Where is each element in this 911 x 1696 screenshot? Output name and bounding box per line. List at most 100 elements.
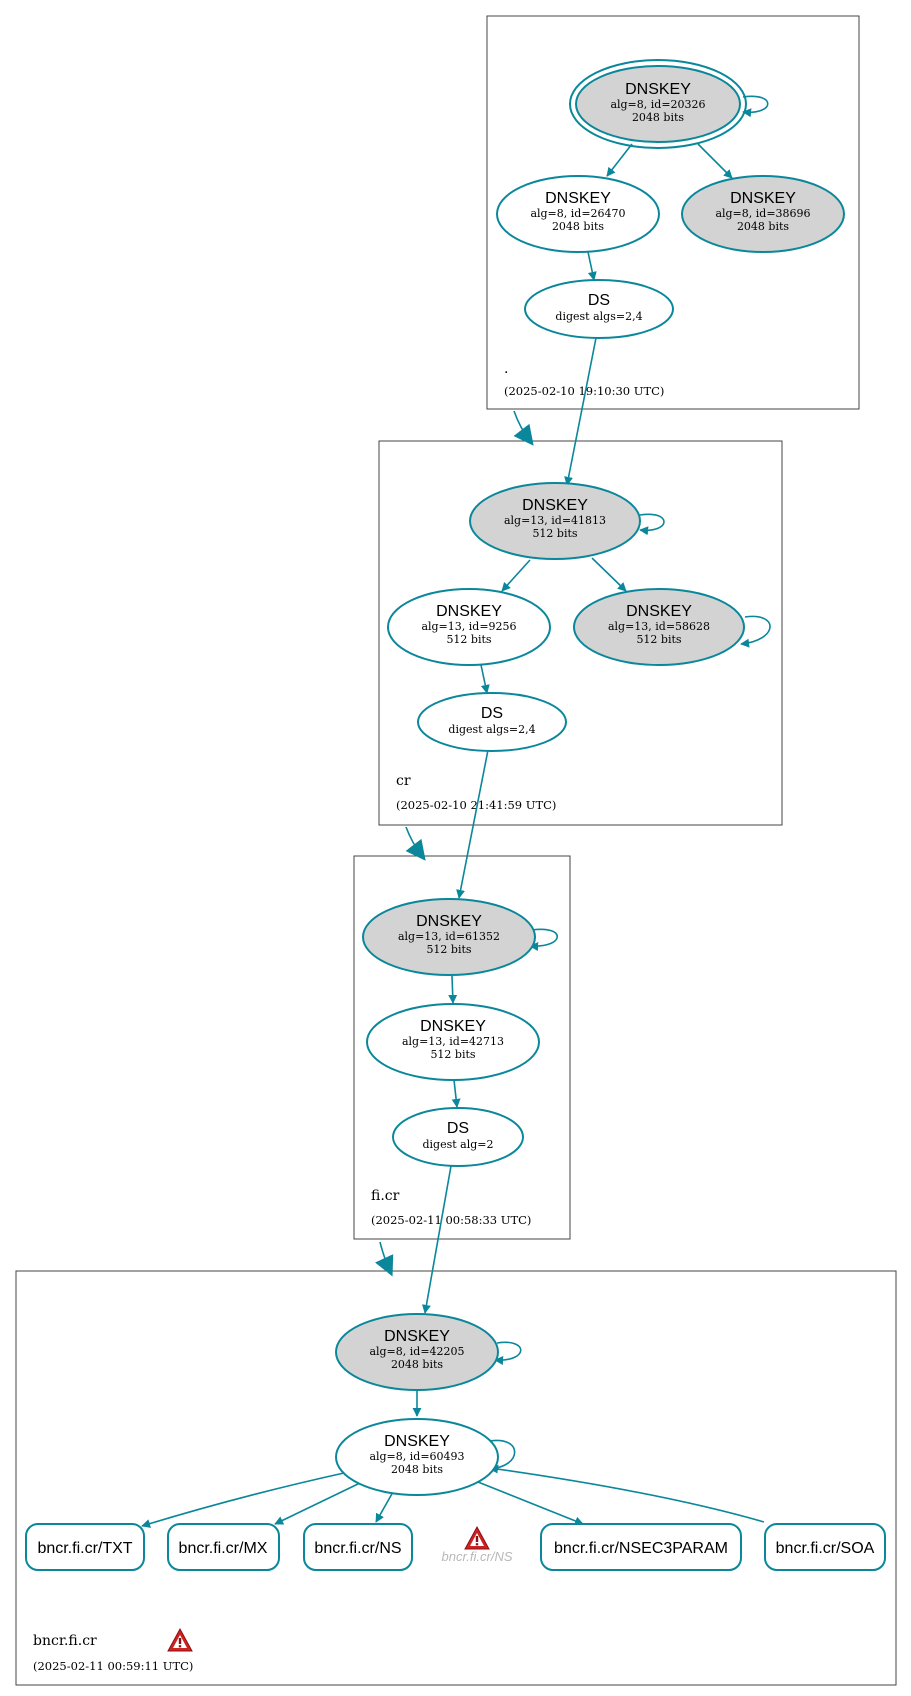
- edge-bncr-zsk-to-mx: [274, 1482, 361, 1525]
- zone-root: . (2025-02-10 19:10:30 UTC): [486, 15, 860, 410]
- node-title: DS: [481, 705, 503, 722]
- edge-ficr-ksk-to-zsk: [448, 975, 458, 1004]
- delegation-arrows: [375, 410, 534, 1277]
- rrset-label: bncr.fi.cr/TXT: [37, 1540, 132, 1557]
- node-detail: alg=13, id=42713: [402, 1035, 504, 1048]
- node-title: DNSKEY: [730, 190, 796, 207]
- rrset-ns[interactable]: bncr.fi.cr/NS: [303, 1523, 413, 1571]
- dnskey-node-bncr-60493[interactable]: DNSKEY alg=8, id=60493 2048 bits: [335, 1418, 499, 1496]
- node-detail: 2048 bits: [737, 220, 789, 233]
- zone-cr-name: cr: [396, 773, 411, 789]
- zone-warning-icon[interactable]: [167, 1627, 193, 1652]
- zone-fi-cr: fi.cr (2025-02-11 00:58:33 UTC): [353, 855, 571, 1240]
- node-detail: alg=8, id=20326: [610, 98, 705, 111]
- dnskey-node-root-38696[interactable]: DNSKEY alg=8, id=38696 2048 bits: [681, 175, 845, 253]
- node-detail: 2048 bits: [632, 111, 684, 124]
- delegation-cr-to-fi-cr: [405, 826, 426, 861]
- edge-root-ksk-to-zsk: [606, 143, 633, 177]
- edge-root-ds-to-cr-ksk: [564, 337, 597, 486]
- node-title: DNSKEY: [522, 497, 588, 514]
- dnskey-node-ficr-42713[interactable]: DNSKEY alg=13, id=42713 512 bits: [366, 1003, 540, 1081]
- zone-bncr-timestamp: (2025-02-11 00:59:11 UTC): [33, 1659, 193, 1673]
- zone-fi-cr-box: [353, 855, 571, 1240]
- ds-node-ficr[interactable]: DS digest alg=2: [392, 1107, 524, 1167]
- node-detail: alg=8, id=42205: [369, 1345, 464, 1358]
- node-detail: digest algs=2,4: [555, 310, 642, 323]
- edge-soa-to-bncr-zsk: [489, 1464, 765, 1523]
- node-title: DNSKEY: [384, 1433, 450, 1450]
- zone-fi-cr-timestamp: (2025-02-11 00:58:33 UTC): [371, 1213, 531, 1227]
- delegation-fi-cr-to-bncr: [375, 1241, 394, 1277]
- delegation-root-to-cr: [513, 410, 534, 446]
- node-detail: digest alg=2: [422, 1138, 493, 1151]
- rrset-soa[interactable]: bncr.fi.cr/SOA: [764, 1523, 886, 1571]
- ds-node-root[interactable]: DS digest algs=2,4: [524, 279, 674, 339]
- zone-root-box: [486, 15, 860, 410]
- node-detail: alg=13, id=9256: [421, 620, 516, 633]
- node-title: DS: [447, 1120, 469, 1137]
- edge-root-ksk-to-ksk2: [697, 143, 733, 179]
- node-title: DNSKEY: [436, 603, 502, 620]
- node-detail: 512 bits: [636, 633, 681, 646]
- node-detail: 2048 bits: [391, 1463, 443, 1476]
- warning-icon: [464, 1525, 490, 1550]
- node-detail: 2048 bits: [391, 1358, 443, 1371]
- zone-bncr: bncr.fi.cr (2025-02-11 00:59:11 UTC): [15, 1270, 897, 1686]
- zone-root-timestamp: (2025-02-10 19:10:30 UTC): [504, 384, 664, 398]
- edge-cr-ksk-to-zsk: [501, 559, 531, 592]
- edge-cr-ksk-to-ksk2: [591, 557, 627, 592]
- dnskey-node-root-20326[interactable]: DNSKEY alg=8, id=20326 2048 bits: [569, 59, 747, 149]
- node-title: DNSKEY: [384, 1328, 450, 1345]
- node-detail: alg=8, id=26470: [530, 207, 625, 220]
- edge-cr-ds-to-ficr-ksk: [456, 749, 489, 899]
- zone-cr-box: [378, 440, 783, 826]
- zone-fi-cr-name: fi.cr: [371, 1188, 400, 1204]
- edge-ficr-zsk-to-ds: [451, 1079, 461, 1108]
- edge-bncr-zsk-to-nsec3param: [477, 1481, 584, 1526]
- dnskey-node-cr-41813[interactable]: DNSKEY alg=13, id=41813 512 bits: [469, 482, 641, 560]
- rrset-label: bncr.fi.cr/MX: [179, 1540, 268, 1557]
- node-detail: alg=13, id=41813: [504, 514, 606, 527]
- dnskey-node-cr-58628[interactable]: DNSKEY alg=13, id=58628 512 bits: [573, 588, 745, 666]
- rrset-ns-missing[interactable]: bncr.fi.cr/NS: [441, 1525, 513, 1564]
- dnskey-node-root-26470[interactable]: DNSKEY alg=8, id=26470 2048 bits: [496, 175, 660, 253]
- self-sign-cr-ksk: [639, 513, 665, 536]
- zone-root-name: .: [504, 361, 508, 377]
- edges: [141, 95, 771, 1528]
- zone-bncr-box: [15, 1270, 897, 1686]
- node-title: DNSKEY: [625, 81, 691, 98]
- self-sign-cr-ksk2: [740, 615, 771, 648]
- edge-bncr-zsk-to-txt: [141, 1472, 345, 1528]
- self-sign-bncr-ksk: [494, 1341, 522, 1365]
- rrset-label: bncr.fi.cr/NSEC3PARAM: [554, 1540, 728, 1557]
- node-detail: 512 bits: [532, 527, 577, 540]
- zone-cr: cr (2025-02-10 21:41:59 UTC): [378, 440, 783, 826]
- node-detail: digest algs=2,4: [448, 723, 535, 736]
- node-detail: 2048 bits: [552, 220, 604, 233]
- node-title: DNSKEY: [626, 603, 692, 620]
- edge-ficr-ds-to-bncr-ksk: [421, 1165, 452, 1314]
- node-detail: 512 bits: [426, 943, 471, 956]
- node-title: DS: [588, 292, 610, 309]
- rrset-nsec3param[interactable]: bncr.fi.cr/NSEC3PARAM: [540, 1523, 742, 1571]
- node-detail: 512 bits: [446, 633, 491, 646]
- dnskey-node-bncr-42205[interactable]: DNSKEY alg=8, id=42205 2048 bits: [335, 1313, 499, 1391]
- self-sign-root-ksk: [742, 95, 769, 118]
- rrset-txt[interactable]: bncr.fi.cr/TXT: [25, 1523, 145, 1571]
- edge-bncr-zsk-to-ns: [375, 1491, 394, 1523]
- rrset-label: bncr.fi.cr/SOA: [776, 1540, 875, 1557]
- self-sign-ficr-ksk: [529, 928, 559, 951]
- rrset-missing-label: bncr.fi.cr/NS: [441, 1549, 512, 1564]
- dnskey-node-cr-9256[interactable]: DNSKEY alg=13, id=9256 512 bits: [387, 588, 551, 666]
- node-title: DNSKEY: [416, 913, 482, 930]
- zone-cr-timestamp: (2025-02-10 21:41:59 UTC): [396, 798, 556, 812]
- node-detail: 512 bits: [430, 1048, 475, 1061]
- dnskey-node-ficr-61352[interactable]: DNSKEY alg=13, id=61352 512 bits: [362, 898, 536, 976]
- rrset-mx[interactable]: bncr.fi.cr/MX: [167, 1523, 280, 1571]
- node-title: DNSKEY: [420, 1018, 486, 1035]
- zone-bncr-name: bncr.fi.cr: [33, 1633, 97, 1649]
- ds-node-cr[interactable]: DS digest algs=2,4: [417, 692, 567, 752]
- node-detail: alg=13, id=61352: [398, 930, 500, 943]
- node-title: DNSKEY: [545, 190, 611, 207]
